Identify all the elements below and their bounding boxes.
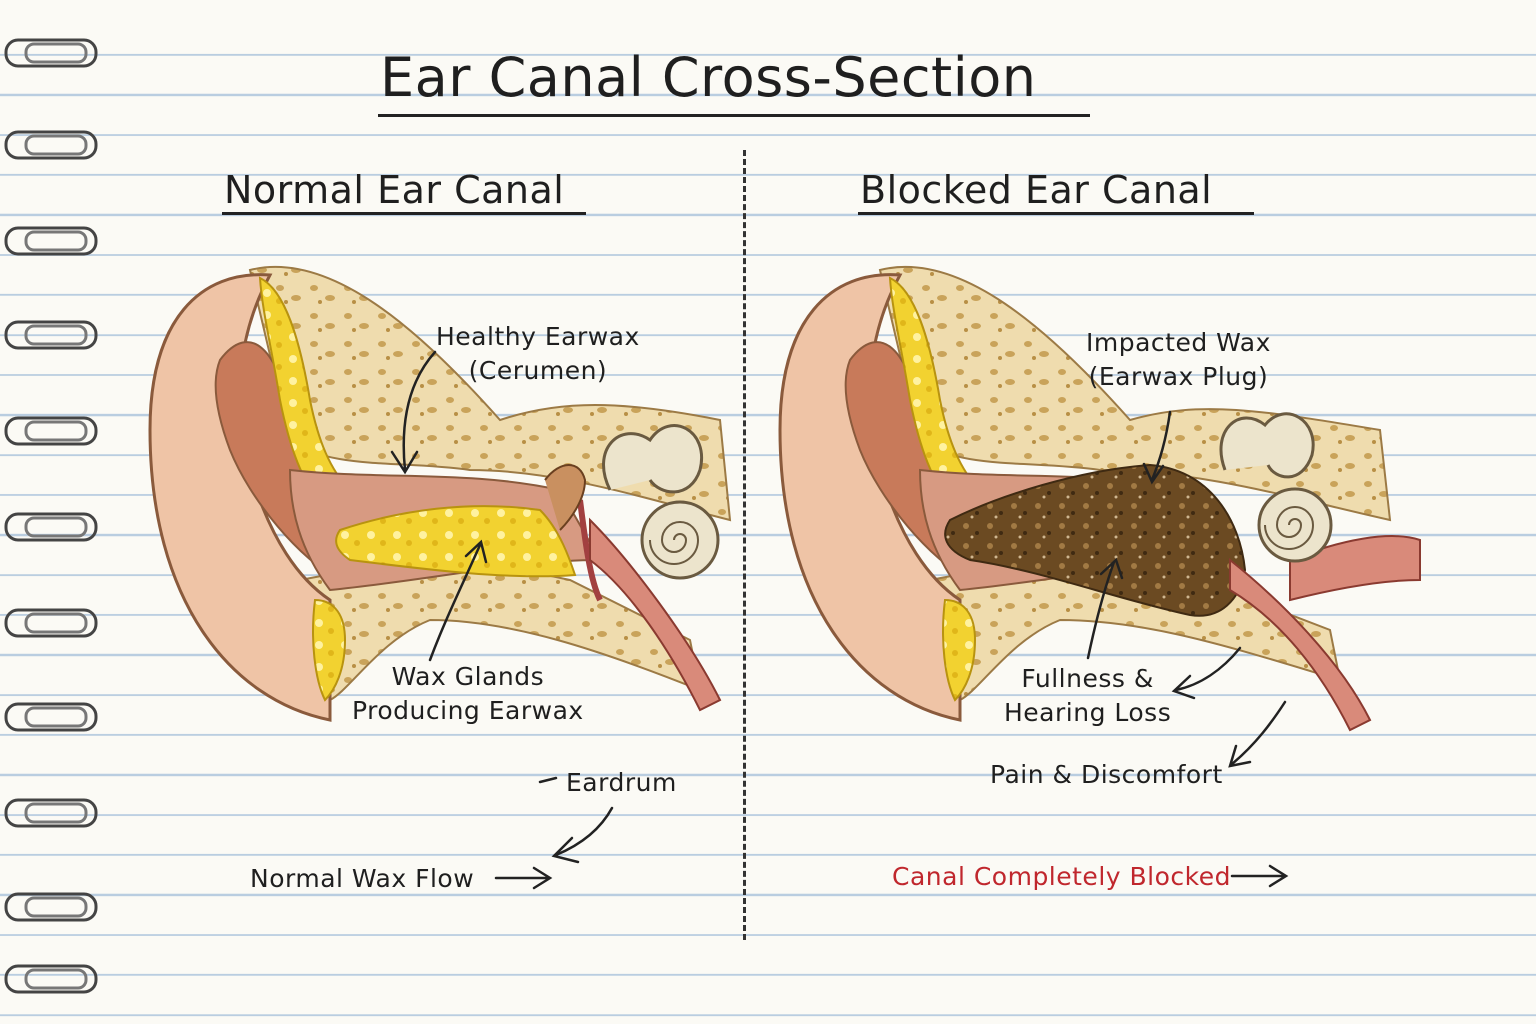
- binding-ring: [4, 38, 98, 68]
- label-canal-blocked: Canal Completely Blocked: [892, 862, 1231, 891]
- blocked-wax-lower-gland: [942, 598, 977, 702]
- arrow-canal-blocked: [1230, 864, 1289, 888]
- label-glands-line2: Producing Earwax: [352, 696, 584, 725]
- label-glands-line1: Wax Glands: [391, 662, 545, 691]
- normal-cochlea-spiral: [649, 521, 700, 565]
- blocked-middle-ear-tissue: [1229, 557, 1372, 732]
- blocked-ear-illustration: [778, 265, 1421, 732]
- arrow-wax-glands: [428, 539, 488, 662]
- normal-ossicle: [544, 464, 587, 531]
- arrow-eardrum: [551, 806, 614, 864]
- label-fullness-line1: Fullness &: [1021, 664, 1154, 693]
- arrow-pain: [1228, 700, 1287, 768]
- label-healthy-line2: (Cerumen): [468, 356, 608, 385]
- arrow-fullness: [1086, 557, 1124, 660]
- binding-ring: [4, 702, 98, 732]
- binding-ring: [4, 892, 98, 922]
- label-impacted-wax: Impacted Wax (Earwax Plug): [1086, 326, 1271, 394]
- arrow-healthy-earwax: [390, 350, 437, 475]
- normal-title-underline: [222, 212, 586, 215]
- label-eardrum: Eardrum: [566, 768, 677, 797]
- blocked-semicircular-canals: [1219, 412, 1315, 479]
- label-normal-wax-flow: Normal Wax Flow: [250, 864, 475, 893]
- binding-ring: [4, 964, 98, 994]
- blocked-panel-title: Blocked Ear Canal: [860, 168, 1213, 212]
- arrow-fullness-right: [1171, 646, 1242, 700]
- normal-cochlea: [640, 500, 720, 580]
- normal-ear-illustration: [148, 265, 732, 722]
- binding-ring: [4, 226, 98, 256]
- label-pain-discomfort: Pain & Discomfort: [990, 760, 1223, 789]
- normal-semicircular-canals: [602, 424, 703, 494]
- blocked-cochlea: [1257, 487, 1333, 563]
- normal-eardrum: [577, 499, 603, 602]
- page-title: Ear Canal Cross-Section: [380, 46, 1037, 109]
- spiral-binding: [4, 38, 98, 994]
- binding-ring: [4, 512, 98, 542]
- label-healthy-line1: Healthy Earwax: [436, 322, 640, 351]
- label-wax-glands: Wax Glands Producing Earwax: [352, 660, 584, 728]
- normal-healthy-wax: [335, 505, 577, 578]
- blocked-cochlea-spiral: [1264, 506, 1315, 550]
- binding-ring: [4, 416, 98, 446]
- label-fullness-line2: Hearing Loss: [1004, 698, 1172, 727]
- binding-ring: [4, 608, 98, 638]
- panel-divider: [743, 150, 746, 940]
- title-underline: [378, 114, 1090, 117]
- binding-ring: [4, 320, 98, 350]
- normal-wax-lower-gland: [312, 598, 347, 702]
- normal-panel-title: Normal Ear Canal: [224, 168, 565, 212]
- arrow-impacted-wax: [1142, 410, 1172, 485]
- normal-middle-ear-tissue: [589, 517, 722, 712]
- arrow-normal-flow: [494, 866, 553, 890]
- blocked-auditory-nerve: [1289, 535, 1421, 602]
- label-fullness-hearing-loss: Fullness & Hearing Loss: [1004, 662, 1171, 730]
- binding-ring: [4, 130, 98, 160]
- label-healthy-earwax: Healthy Earwax (Cerumen): [436, 320, 640, 388]
- binding-ring: [4, 798, 98, 828]
- eardrum-leader-dash: [538, 776, 558, 784]
- label-impacted-line1: Impacted Wax: [1086, 328, 1271, 357]
- label-impacted-line2: (Earwax Plug): [1088, 362, 1269, 391]
- blocked-title-underline: [858, 212, 1254, 215]
